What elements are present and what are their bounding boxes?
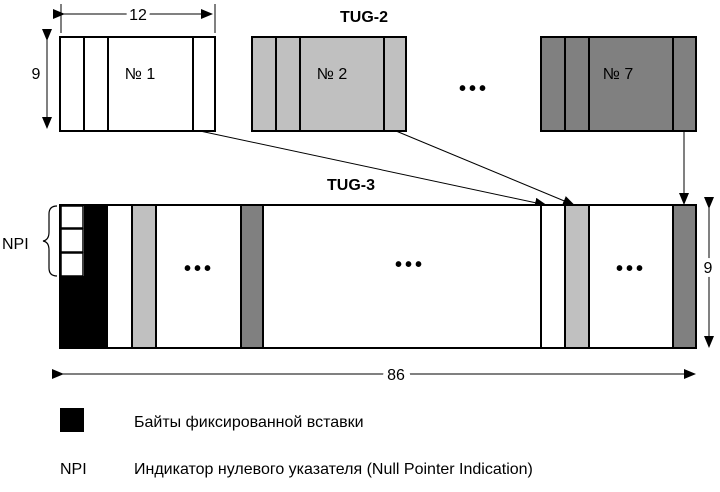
legend-npi-text: Индикатор нулевого указателя (Null Point… (134, 461, 533, 478)
tug2-frame-7: № 7 (540, 36, 697, 132)
tug2-frame-1-label: № 1 (125, 66, 156, 83)
tug2-width-label: 12 (129, 7, 147, 24)
tug2-height-dimension: 9 (32, 29, 52, 129)
tug2-frame-1: № 1 (59, 36, 216, 132)
legend: Байты фиксированной вставки NPI Индикато… (60, 408, 533, 478)
tug3-frame: ••• ••• ••• (59, 204, 697, 349)
tug3-column-tug2-2-b (564, 204, 590, 349)
fixed-stuff-column-2 (84, 205, 108, 348)
tug3-column-tug2-1-b (540, 204, 566, 349)
tug3-column-tug2-7-b (672, 204, 697, 349)
npi-brace: NPI (2, 205, 58, 277)
tug3-ellipsis-3: ••• (616, 258, 646, 280)
tug2-ellipsis: ••• (459, 78, 489, 100)
tug3-width-dimension: 86 (52, 362, 696, 389)
mapping-arrows (199, 130, 689, 208)
tug2-height-label: 9 (32, 66, 41, 83)
arrow-frame-2 (395, 130, 575, 206)
tug3-height-label: 9 (704, 260, 713, 277)
tug3-height-dimension: 9 (700, 197, 717, 348)
fixed-stuff-column-1 (60, 276, 84, 348)
npi-cells (60, 205, 84, 277)
tug2-frame-2: № 2 (251, 36, 407, 132)
arrow-frame-1 (199, 130, 547, 208)
tug3-column-tug2-2-a (131, 204, 157, 349)
tug3-column-tug2-7-a (240, 204, 264, 349)
legend-fixed-stuff-swatch (60, 408, 84, 432)
tug3-ellipsis-2: ••• (395, 254, 425, 276)
legend-npi-key: NPI (60, 461, 87, 478)
tug2-width-dimension: 12 (53, 3, 216, 33)
npi-label: NPI (2, 236, 29, 253)
tug3-width-label: 86 (387, 367, 405, 384)
tug3-title: TUG-3 (327, 177, 375, 194)
tug2-frame-7-label: № 7 (603, 66, 634, 83)
tug3-ellipsis-1: ••• (184, 258, 214, 280)
tug2-title: TUG-2 (340, 9, 388, 26)
legend-fixed-stuff-text: Байты фиксированной вставки (134, 414, 364, 431)
tug2-frame-2-label: № 2 (317, 66, 348, 83)
